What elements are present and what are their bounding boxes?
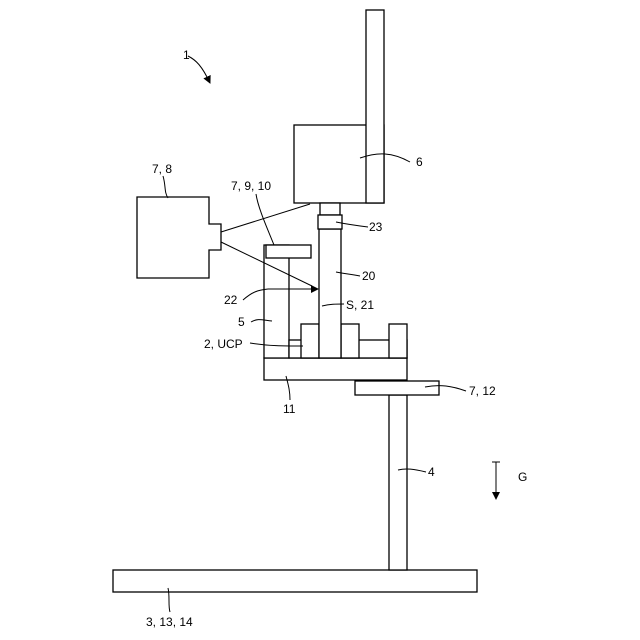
frame xyxy=(264,245,289,358)
label-head: 6 xyxy=(416,155,423,169)
label-camera-unit: 7, 8 xyxy=(152,162,172,176)
tube xyxy=(319,229,341,358)
head-rail xyxy=(366,10,384,203)
camera-body xyxy=(137,197,221,278)
nozzle-tip-upper xyxy=(320,203,340,215)
upper-ray xyxy=(221,204,310,232)
label-frame: 5 xyxy=(238,315,245,329)
label-column: 4 xyxy=(428,465,435,479)
label-holder: 2, UCP xyxy=(204,337,243,351)
label-gravity: G xyxy=(518,470,527,484)
device-arrow xyxy=(188,56,210,83)
label-rotary: 7, 12 xyxy=(469,384,496,398)
left-pillar xyxy=(301,324,319,358)
rotary-disk xyxy=(355,381,439,395)
label-sample: S, 21 xyxy=(346,298,374,312)
right-pillar xyxy=(341,324,359,358)
label-tube: 20 xyxy=(362,269,376,283)
label-device: 1 xyxy=(183,48,190,62)
holder-plate xyxy=(264,358,407,380)
leader-camera xyxy=(163,176,168,198)
far-right-pillar xyxy=(389,324,407,358)
column xyxy=(389,395,407,570)
base-plate xyxy=(113,570,477,592)
label-deflection: 22 xyxy=(224,293,238,307)
label-light-unit: 7, 9, 10 xyxy=(231,179,271,193)
light-plate xyxy=(266,245,311,258)
label-nozzle-tip: 23 xyxy=(369,220,383,234)
label-base: 3, 13, 14 xyxy=(146,615,193,629)
leader-light xyxy=(256,194,274,245)
label-plate: 11 xyxy=(283,402,296,416)
